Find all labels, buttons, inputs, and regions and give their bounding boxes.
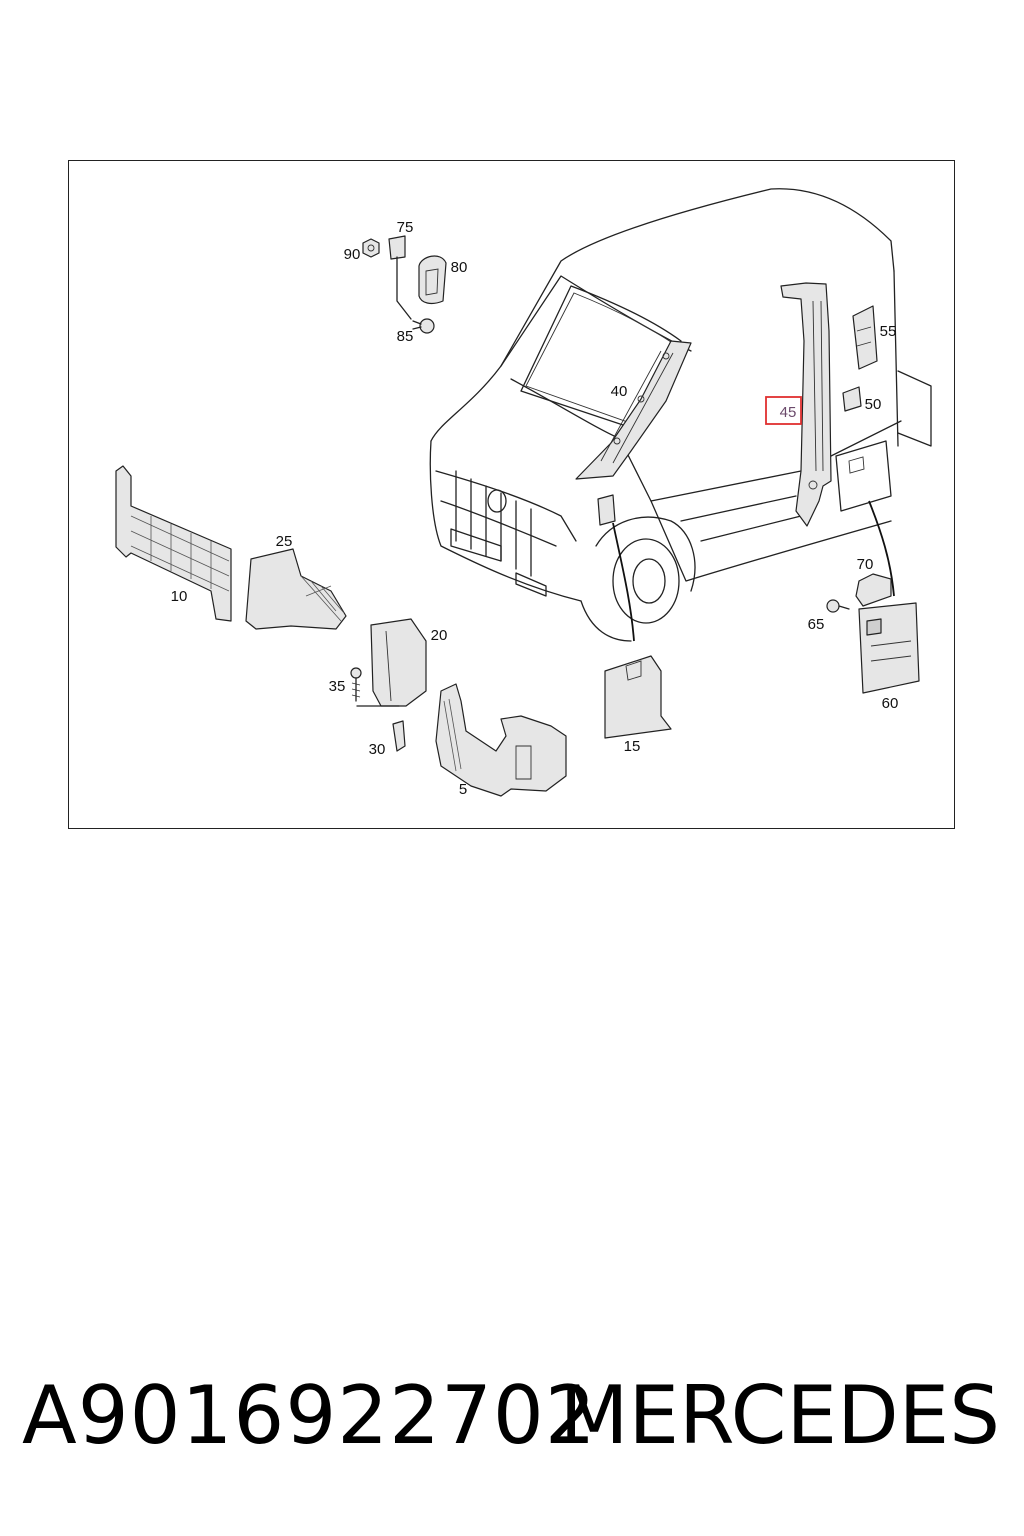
callout-50: 50 bbox=[865, 396, 882, 413]
callout-20: 20 bbox=[431, 627, 448, 644]
highlight-box bbox=[765, 396, 802, 425]
parts-diagram-frame: 75 90 80 85 40 55 50 25 10 20 35 30 5 15… bbox=[68, 160, 955, 829]
footer: A9016922702 MERCEDES bbox=[0, 1366, 1024, 1476]
callout-80: 80 bbox=[451, 259, 468, 276]
callout-35: 35 bbox=[329, 678, 346, 695]
part-20-cover bbox=[370, 618, 427, 707]
leader-line-15 bbox=[612, 522, 635, 642]
part-25-panel bbox=[245, 548, 347, 630]
part-60-panel bbox=[858, 602, 920, 694]
part-10-frame bbox=[115, 465, 232, 622]
callout-60: 60 bbox=[882, 695, 899, 712]
parts-75-80-85-90 bbox=[362, 235, 447, 334]
part-15-trim-panel bbox=[604, 655, 672, 739]
callout-90: 90 bbox=[344, 246, 361, 263]
exploded-parts-diagram: 75 90 80 85 40 55 50 25 10 20 35 30 5 15… bbox=[115, 188, 932, 798]
callout-45: 45 bbox=[780, 404, 797, 421]
part-30-clip bbox=[392, 720, 406, 752]
callout-5: 5 bbox=[459, 781, 467, 798]
part-65-fastener bbox=[826, 599, 850, 613]
part-55-bracket bbox=[852, 305, 878, 370]
part-35-screw bbox=[350, 667, 400, 707]
part-50-clip bbox=[842, 386, 862, 412]
part-40-a-pillar-trim bbox=[575, 340, 692, 480]
brand-name: MERCEDES bbox=[559, 1369, 1000, 1462]
callout-40: 40 bbox=[611, 383, 628, 400]
callout-70: 70 bbox=[857, 556, 874, 573]
callout-55: 55 bbox=[880, 323, 897, 340]
fender-fitting bbox=[597, 494, 616, 526]
leader-line-60 bbox=[868, 500, 895, 597]
callout-45-highlight: 45 bbox=[765, 396, 802, 425]
callout-10: 10 bbox=[171, 588, 188, 605]
callout-labels: 75 90 80 85 40 55 50 25 10 20 35 30 5 15… bbox=[171, 219, 899, 798]
callout-75: 75 bbox=[397, 219, 414, 236]
part-number: A9016922702 bbox=[22, 1369, 597, 1462]
part-5-lower-trim bbox=[435, 683, 567, 797]
callout-15: 15 bbox=[624, 738, 641, 755]
callout-85: 85 bbox=[397, 328, 414, 345]
callout-65: 65 bbox=[808, 616, 825, 633]
van-body-outline bbox=[429, 188, 932, 642]
callout-30: 30 bbox=[369, 741, 386, 758]
callout-25: 25 bbox=[276, 533, 293, 550]
part-70-bracket bbox=[855, 573, 892, 607]
part-45-pillar-trim bbox=[780, 282, 832, 527]
